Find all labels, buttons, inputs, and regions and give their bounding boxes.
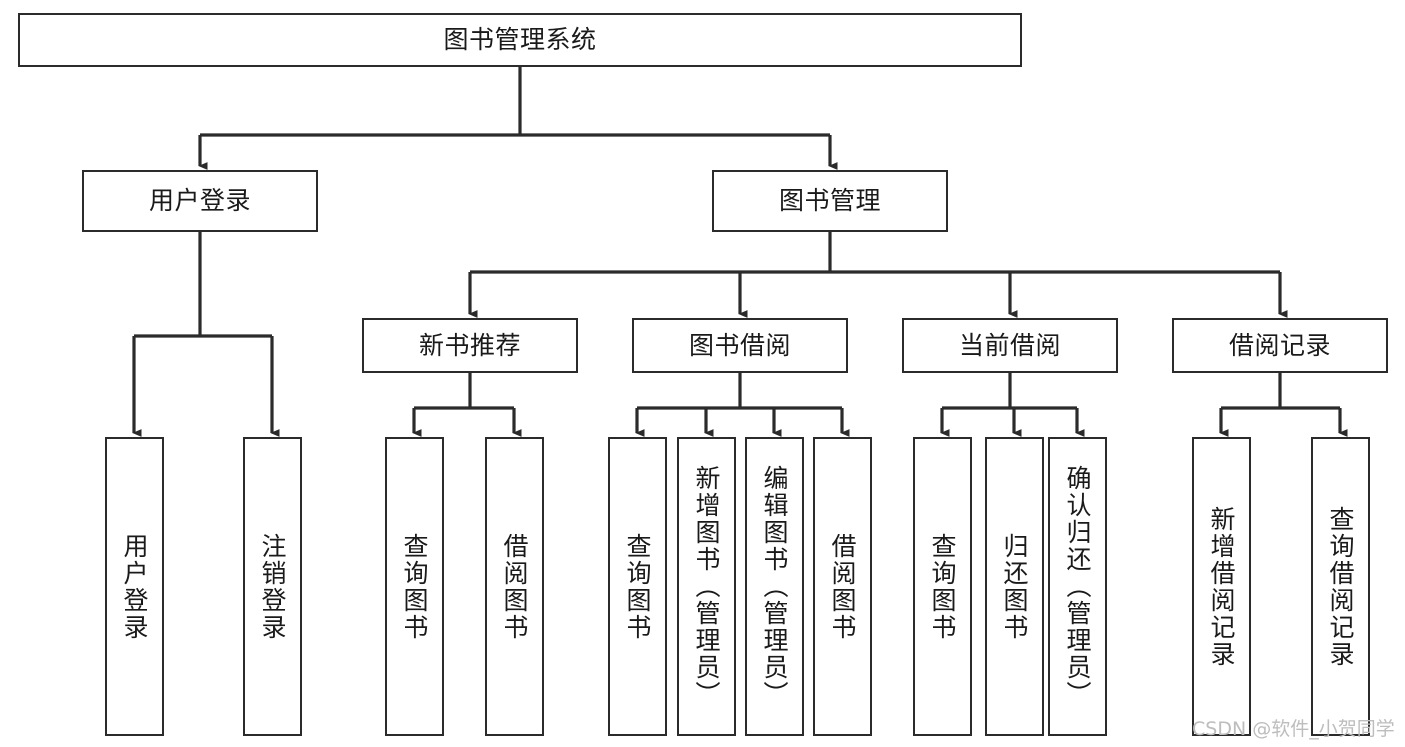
leaf-query-borrow-record[interactable]: 查询借阅记录 (1311, 437, 1370, 736)
leaf-confirm-return-admin[interactable]: 确认归还（管理员） (1048, 437, 1107, 736)
leaf-add-book-admin[interactable]: 新增图书（管理员） (677, 437, 736, 736)
node-root[interactable]: 图书管理系统 (18, 13, 1022, 67)
node-book-borrow-label: 图书借阅 (688, 330, 791, 360)
node-current-borrow-label: 当前借阅 (958, 330, 1061, 360)
leaf-borrow-book-label: 借阅图书 (828, 532, 857, 641)
leaf-query-book-newbook[interactable]: 查询图书 (385, 437, 444, 736)
leaf-borrow-book-newbook[interactable]: 借阅图书 (485, 437, 544, 736)
leaf-logout[interactable]: 注销登录 (243, 437, 302, 736)
node-user-login-label: 用户登录 (148, 186, 251, 216)
leaf-add-borrow-record-label: 新增借阅记录 (1207, 505, 1236, 668)
node-user-login[interactable]: 用户登录 (82, 170, 318, 232)
leaf-query-book-borrow-label: 查询图书 (623, 532, 652, 641)
leaf-query-book-borrow[interactable]: 查询图书 (608, 437, 667, 736)
node-book-management[interactable]: 图书管理 (712, 170, 948, 232)
leaf-edit-book-admin[interactable]: 编辑图书（管理员） (745, 437, 804, 736)
leaf-return-book[interactable]: 归还图书 (985, 437, 1044, 736)
leaf-confirm-return-admin-label: 确认归还（管理员） (1063, 465, 1092, 708)
node-borrow-record[interactable]: 借阅记录 (1172, 318, 1388, 373)
node-root-label: 图书管理系统 (443, 25, 597, 55)
node-new-book-recommend[interactable]: 新书推荐 (362, 318, 578, 373)
leaf-query-book-current[interactable]: 查询图书 (913, 437, 972, 736)
node-book-management-label: 图书管理 (778, 186, 881, 216)
leaf-user-login-label: 用户登录 (120, 532, 149, 641)
leaf-add-borrow-record[interactable]: 新增借阅记录 (1192, 437, 1251, 736)
leaf-user-login[interactable]: 用户登录 (105, 437, 164, 736)
leaf-logout-label: 注销登录 (258, 532, 287, 641)
leaf-query-borrow-record-label: 查询借阅记录 (1326, 505, 1355, 668)
leaf-edit-book-admin-label: 编辑图书（管理员） (760, 465, 789, 708)
leaf-borrow-book-newbook-label: 借阅图书 (500, 532, 529, 641)
node-book-borrow[interactable]: 图书借阅 (632, 318, 848, 373)
leaf-query-book-newbook-label: 查询图书 (400, 532, 429, 641)
node-current-borrow[interactable]: 当前借阅 (902, 318, 1118, 373)
leaf-return-book-label: 归还图书 (1000, 532, 1029, 641)
leaf-borrow-book[interactable]: 借阅图书 (813, 437, 872, 736)
leaf-add-book-admin-label: 新增图书（管理员） (692, 465, 721, 708)
node-new-book-recommend-label: 新书推荐 (418, 330, 521, 360)
leaf-query-book-current-label: 查询图书 (928, 532, 957, 641)
node-borrow-record-label: 借阅记录 (1228, 330, 1331, 360)
